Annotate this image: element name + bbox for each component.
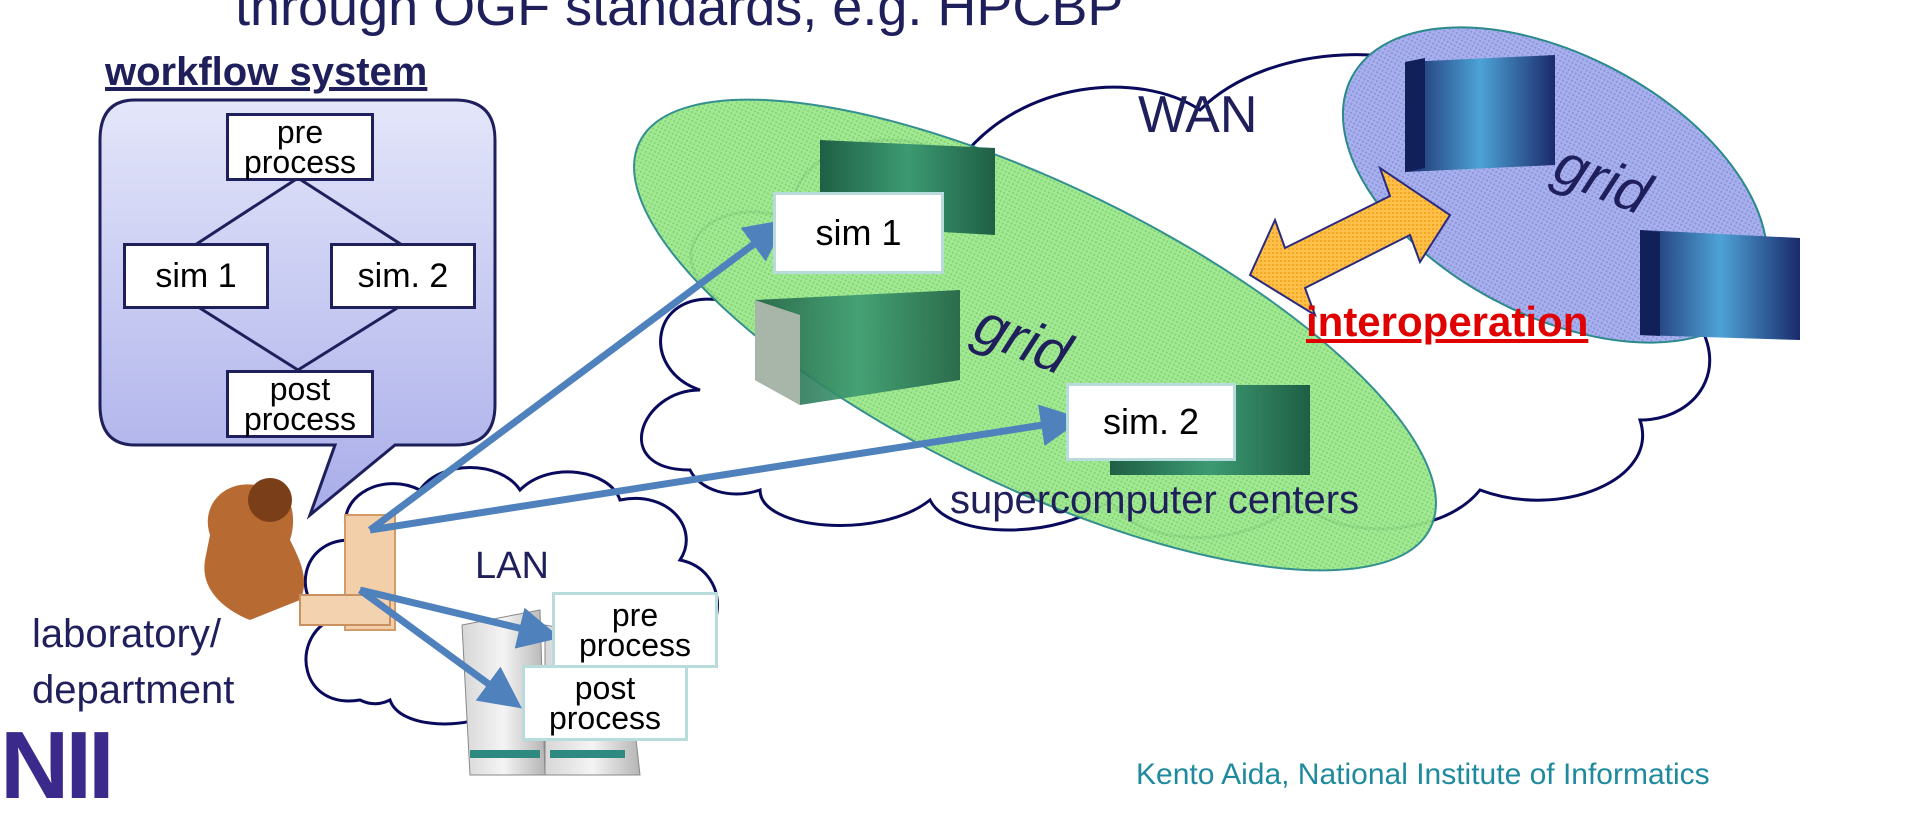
workflow-post-process-box: post process [226, 370, 374, 438]
arrow-to-sim1 [367, 219, 787, 533]
workflow-post-line2: process [243, 401, 357, 437]
interoperation-arrow [1248, 165, 1452, 318]
workflow-sim1-box: sim 1 [123, 243, 269, 309]
supercomputer-blue-2 [1640, 230, 1800, 340]
lan-pre-line2: process [578, 627, 692, 663]
nii-logo: NII [0, 712, 115, 819]
workflow-sim1-label: sim 1 [155, 256, 237, 295]
supercomputer-blue-1 [1405, 55, 1555, 172]
workflow-system-label: workflow system [105, 50, 428, 94]
slide-title-fragment: through OGF standards, e.g. HPCBP [235, 0, 1124, 37]
workflow-sim2-label: sim. 2 [357, 256, 449, 295]
arrow-to-lan-pre [359, 586, 561, 649]
supercomputer-centers-label: supercomputer centers [950, 478, 1360, 522]
grid-sim1-label: sim 1 [815, 211, 902, 253]
lan-pre-process-box: pre process [552, 592, 718, 668]
lan-post-line1: post [574, 669, 636, 706]
laboratory-label-line2: department [32, 668, 235, 712]
footer-credit: Kento Aida, National Institute of Inform… [1136, 758, 1710, 791]
grid-sim2-box: sim. 2 [1066, 383, 1236, 461]
wan-label: WAN [1138, 86, 1258, 144]
lan-post-line2: process [548, 700, 662, 736]
workflow-sim2-box: sim. 2 [330, 243, 476, 309]
workflow-edges [194, 176, 403, 372]
workflow-pre-line1: pre [276, 113, 324, 150]
lan-label: LAN [475, 545, 549, 587]
lan-post-process-box: post process [522, 665, 688, 741]
arrow-to-sim2 [369, 404, 1083, 534]
grid-sim2-label: sim. 2 [1102, 400, 1199, 442]
workflow-pre-line2: process [243, 144, 357, 180]
lan-pre-line1: pre [611, 596, 659, 633]
workflow-bubble [98, 98, 497, 520]
workflow-post-line1: post [269, 370, 331, 407]
workflow-pre-process-box: pre process [226, 113, 374, 181]
supercomputer-green-2 [755, 290, 960, 405]
arrow-to-lan-post [357, 587, 522, 709]
grid-sim1-box: sim 1 [773, 192, 944, 274]
interoperation-label: interoperation [1306, 298, 1589, 345]
arrows [357, 219, 1083, 709]
laboratory-label-line1: laboratory/ [32, 612, 221, 656]
